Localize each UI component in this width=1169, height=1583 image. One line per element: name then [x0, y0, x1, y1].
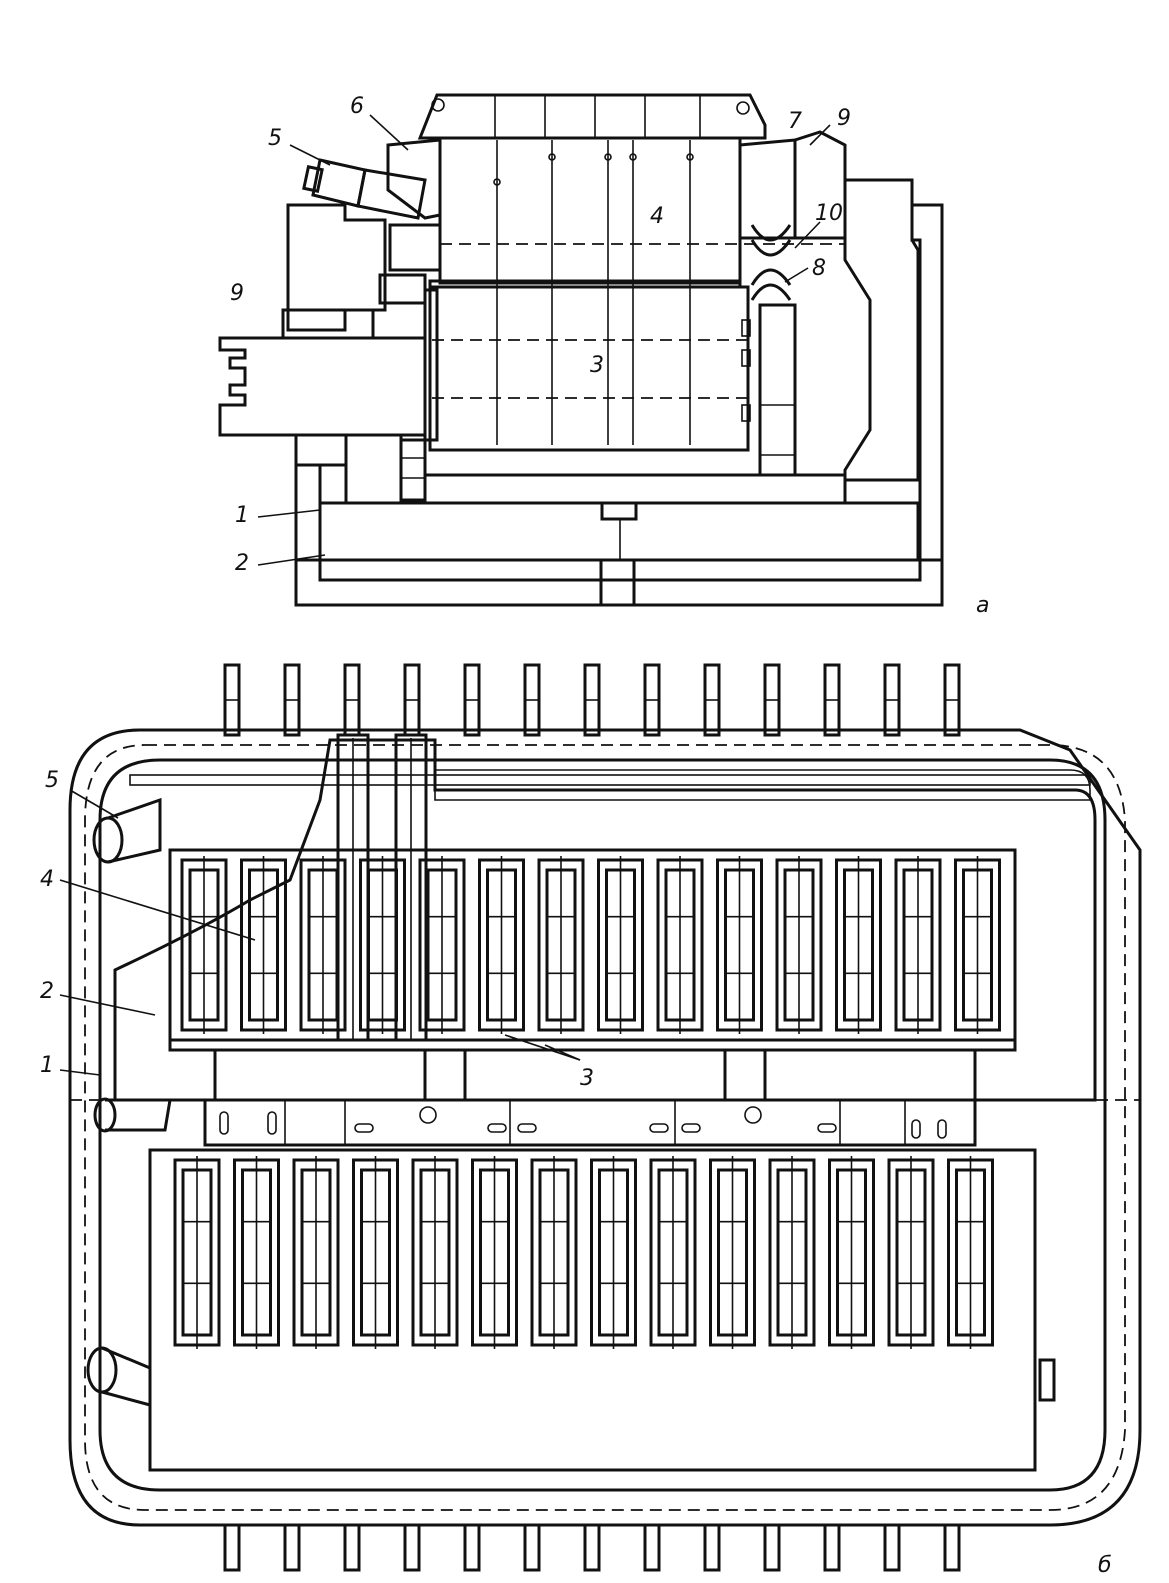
view-b-plan: 1 2 3 4 5 б	[40, 663, 1142, 1578]
window-block	[388, 223, 442, 272]
bottom-pipe	[883, 1523, 901, 1572]
foundation-block	[294, 558, 603, 607]
base-plate	[318, 501, 920, 562]
bottom-pipe	[943, 1523, 961, 1572]
lower-coil-row	[173, 1156, 994, 1349]
label-a-7: 7	[788, 109, 802, 134]
window-sill	[378, 273, 427, 305]
lower-chamber-frame	[148, 1148, 1037, 1472]
label-a-10: 10	[815, 201, 843, 226]
inner-wall-layer	[129, 774, 1091, 786]
foundation-gap	[599, 558, 636, 607]
outer-insulation-layer	[294, 203, 944, 607]
label-a-9-right: 9	[837, 106, 851, 131]
pipe-elbow-mid	[93, 1097, 172, 1133]
label-a-4: 4	[650, 204, 664, 229]
label-b-5: 5	[45, 768, 59, 793]
bottom-pipe	[463, 1523, 481, 1572]
roof-arch	[417, 93, 767, 140]
view-a-label: a	[976, 593, 989, 618]
view-b-label: б	[1098, 1553, 1112, 1578]
lower-hearth-chamber	[428, 285, 750, 452]
left-wall-lower-dotted	[294, 433, 348, 467]
bottom-pipe	[523, 1523, 541, 1572]
upper-chamber	[438, 136, 742, 285]
recuperator-element-lower	[750, 268, 792, 301]
bottom-pipe	[223, 1523, 241, 1572]
bottom-pipe-row	[223, 1523, 961, 1572]
pipe-elbow-bottom	[86, 1346, 152, 1407]
right-refractory-lining	[843, 178, 920, 482]
bottom-pipe	[283, 1523, 301, 1572]
left-wall-lower-brick	[399, 438, 427, 502]
hearth-top-rail	[428, 279, 742, 289]
label-b-1: 1	[40, 1053, 54, 1078]
support-pier-right	[723, 1048, 767, 1102]
label-a-5: 5	[268, 126, 282, 151]
label-a-1: 1	[235, 503, 249, 528]
bottom-pipe	[403, 1523, 421, 1572]
bottom-pipe	[643, 1523, 661, 1572]
label-a-6: 6	[350, 94, 364, 119]
inner-shell	[98, 758, 1107, 1492]
burner-block	[386, 138, 442, 220]
label-a-8: 8	[812, 256, 826, 281]
label-a-3: 3	[590, 353, 604, 378]
support-pier-left	[423, 1048, 467, 1102]
label-b-4: 4	[40, 867, 54, 892]
flue-duct-outer	[794, 130, 847, 240]
top-pipe-row	[223, 663, 961, 737]
right-side-lug	[1038, 1358, 1056, 1402]
left-wall-lower-xhatch	[344, 433, 403, 505]
left-wall-upper	[286, 203, 387, 332]
bottom-pipe	[703, 1523, 721, 1572]
upper-dotted-band	[434, 769, 1091, 801]
pipe-elbow-top	[92, 797, 162, 864]
hearth-floor	[423, 473, 847, 505]
outer-casing	[68, 728, 1142, 1527]
bottom-pipe	[583, 1523, 601, 1572]
label-a-9-left: 9	[230, 281, 244, 306]
left-wall-dotted-band	[281, 308, 375, 340]
foundation-block-right	[632, 558, 944, 607]
base-plate-center-block	[600, 501, 638, 521]
casing-dashed-inner	[84, 744, 1126, 1511]
flue-duct	[738, 138, 797, 240]
hearth-rail-upper	[168, 1038, 1017, 1052]
bottom-pipe	[823, 1523, 841, 1572]
label-b-3: 3	[580, 1066, 594, 1091]
right-brick-column	[758, 303, 797, 477]
upper-coil-row	[180, 856, 1001, 1034]
bottom-pipe	[763, 1523, 781, 1572]
door-rail-strip	[203, 1098, 977, 1147]
burner	[302, 158, 427, 220]
label-b-2: 2	[40, 979, 54, 1004]
recuperator-element	[750, 224, 792, 257]
bottom-pipe	[343, 1523, 361, 1572]
left-rail-beam	[218, 336, 427, 437]
label-a-2: 2	[235, 551, 249, 576]
view-a-section: 1 2 3 4 5 6 7 8 9 9 10 a	[218, 93, 989, 618]
inner-hearth-frame	[168, 848, 1017, 1052]
